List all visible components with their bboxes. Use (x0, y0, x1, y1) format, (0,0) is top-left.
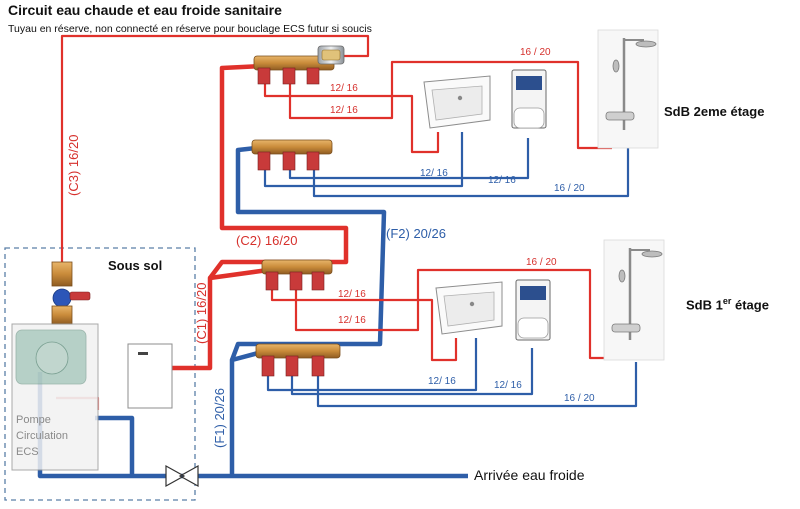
cold-bot-wc-pipe (290, 348, 534, 396)
label-top-basin-cold: 12/ 16 (420, 168, 448, 179)
cold-riser-f1 (229, 349, 263, 476)
cold-inlet-label: Arrivée eau froide (474, 467, 585, 483)
floor2-bathroom-label: SdB 2eme étage (664, 104, 765, 119)
hot-reserve-pipe-c3 (60, 34, 370, 266)
pump-label-line2: Circulation (16, 430, 68, 442)
hot-bot-wc-pipe (294, 268, 618, 360)
label-f2: (F2) 20/26 (386, 226, 446, 241)
cold-heater-feed-pipe (95, 415, 135, 476)
label-bot-shower-hot: 16 / 20 (526, 257, 557, 268)
label-bot-shower-cold: 16 / 20 (564, 393, 595, 404)
label-bot-basin-hot: 12/ 16 (338, 289, 366, 300)
cold-bot-shower-pipe (316, 362, 638, 408)
hot-riser-c1 (170, 267, 269, 371)
label-f1: (F1) 20/26 (212, 388, 227, 448)
label-bot-wc-hot: 12/ 16 (338, 315, 366, 326)
cold-top-basin-pipe (263, 132, 464, 188)
manifold-hot-bottom (261, 259, 333, 291)
floor1-label-prefix: SdB 1 (686, 297, 723, 313)
cold-top-wc-pipe (288, 138, 530, 180)
cold-riser-f2 (229, 145, 387, 361)
hot-top-basin-pipe (263, 84, 440, 154)
reserve-plug-fitting (317, 45, 345, 65)
circulation-pump-icon (11, 323, 99, 471)
floor1-label-sup: er (722, 296, 732, 306)
manifold-cold-bottom (255, 343, 341, 377)
label-top-wc-hot: 12/ 16 (330, 105, 358, 116)
pump-label-line3: ECS (16, 446, 39, 458)
top-shower-icon (597, 29, 659, 149)
label-top-shower-hot: 16 / 20 (520, 47, 551, 58)
manifold-hot-top (253, 55, 335, 85)
water-heater-icon (127, 343, 173, 409)
hot-top-wc-pipe (288, 60, 612, 150)
check-valve-icon (165, 464, 199, 488)
label-c3: (C3) 16/20 (66, 135, 81, 196)
label-top-wc-cold: 12/ 16 (488, 175, 516, 186)
bottom-wc-icon (515, 279, 551, 341)
cold-main-inlet-pipe (37, 372, 468, 479)
basement-label: Sous sol (108, 258, 163, 273)
valve-assembly-icon (51, 261, 91, 325)
label-c1: (C1) 16/20 (194, 283, 209, 344)
label-top-basin-hot: 12/ 16 (330, 83, 358, 94)
hot-bot-basin-pipe (270, 290, 458, 362)
page-title: Circuit eau chaude et eau froide sanitai… (8, 2, 282, 18)
page-subtitle: Tuyau en réserve, non connecté en réserv… (8, 23, 372, 35)
cold-top-shower-pipe (312, 148, 630, 198)
hot-water-network (56, 34, 618, 410)
floor1-label-suffix: étage (731, 297, 769, 313)
label-bot-wc-cold: 12/ 16 (494, 380, 522, 391)
top-wc-icon (511, 69, 547, 129)
label-c2: (C2) 16/20 (236, 233, 297, 248)
label-top-shower-cold: 16 / 20 (554, 183, 585, 194)
cold-bot-basin-pipe (266, 338, 478, 392)
hot-riser-c2 (208, 63, 349, 280)
basement-zone (4, 247, 196, 501)
bottom-shower-icon (603, 239, 665, 361)
pump-label-line1: Pompe (16, 414, 51, 426)
bottom-basin-icon (435, 281, 503, 335)
floor1-bathroom-label: SdB 1er étage (686, 296, 769, 312)
manifold-cold-top (251, 139, 333, 171)
label-bot-basin-cold: 12/ 16 (428, 376, 456, 387)
top-basin-icon (423, 75, 491, 129)
